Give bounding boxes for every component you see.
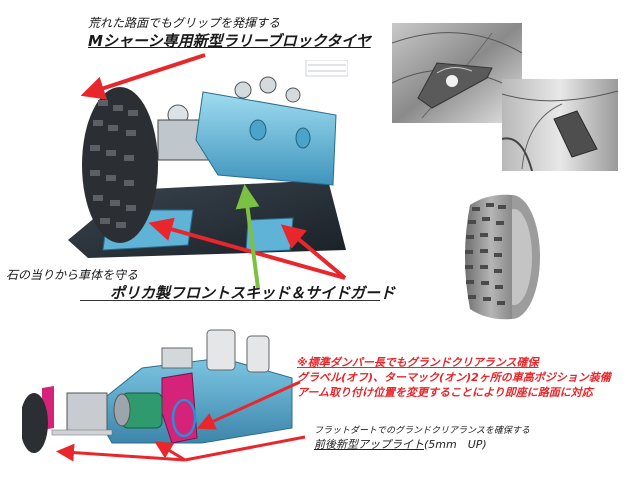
red-arrow-upright-front bbox=[154, 435, 306, 462]
red-arrow-side-guard bbox=[280, 224, 347, 280]
upright-caption-title: 前後新型アップライト bbox=[314, 438, 424, 451]
body-fender-detail-image bbox=[502, 79, 618, 171]
damper-note-line3: アーム取り付け位置を変更することにより即座に路面に対応 bbox=[297, 386, 593, 399]
skid-caption-line1: 石の当りから車体を守る bbox=[6, 268, 139, 282]
damper-note-line1: ※標準ダンパー長でもグランドクリアランス確保 bbox=[297, 356, 539, 369]
upright-caption-suffix: (5mm UP) bbox=[424, 438, 487, 451]
red-arrow-tire bbox=[80, 53, 206, 100]
tire-caption-line1: 荒れた路面でもグリップを発揮する bbox=[88, 16, 281, 30]
damper-note-line2: グラベル(オフ)、ターマック(オン)2ヶ所の車高ポジション装備 bbox=[297, 371, 611, 384]
skid-caption-underline bbox=[80, 300, 380, 301]
skid-caption-title: ポリカ製フロントスキッド＆サイドガード bbox=[110, 284, 396, 302]
chassis-side-image bbox=[22, 318, 297, 468]
green-arrow-skid bbox=[235, 184, 260, 289]
tire-caption-title: Mシャーシ専用新型ラリーブロックタイヤ bbox=[88, 32, 371, 50]
body-vent-detail-image bbox=[392, 23, 522, 123]
rally-tire-image bbox=[450, 185, 550, 325]
upright-caption-line1: フラットダートでのグランドクリアランスを確保する bbox=[314, 426, 530, 436]
upright-caption-line2: 前後新型アップライト(5mm UP) bbox=[314, 436, 487, 452]
red-arrow-damper bbox=[196, 380, 301, 430]
red-arrow-upright-rear bbox=[56, 443, 186, 462]
